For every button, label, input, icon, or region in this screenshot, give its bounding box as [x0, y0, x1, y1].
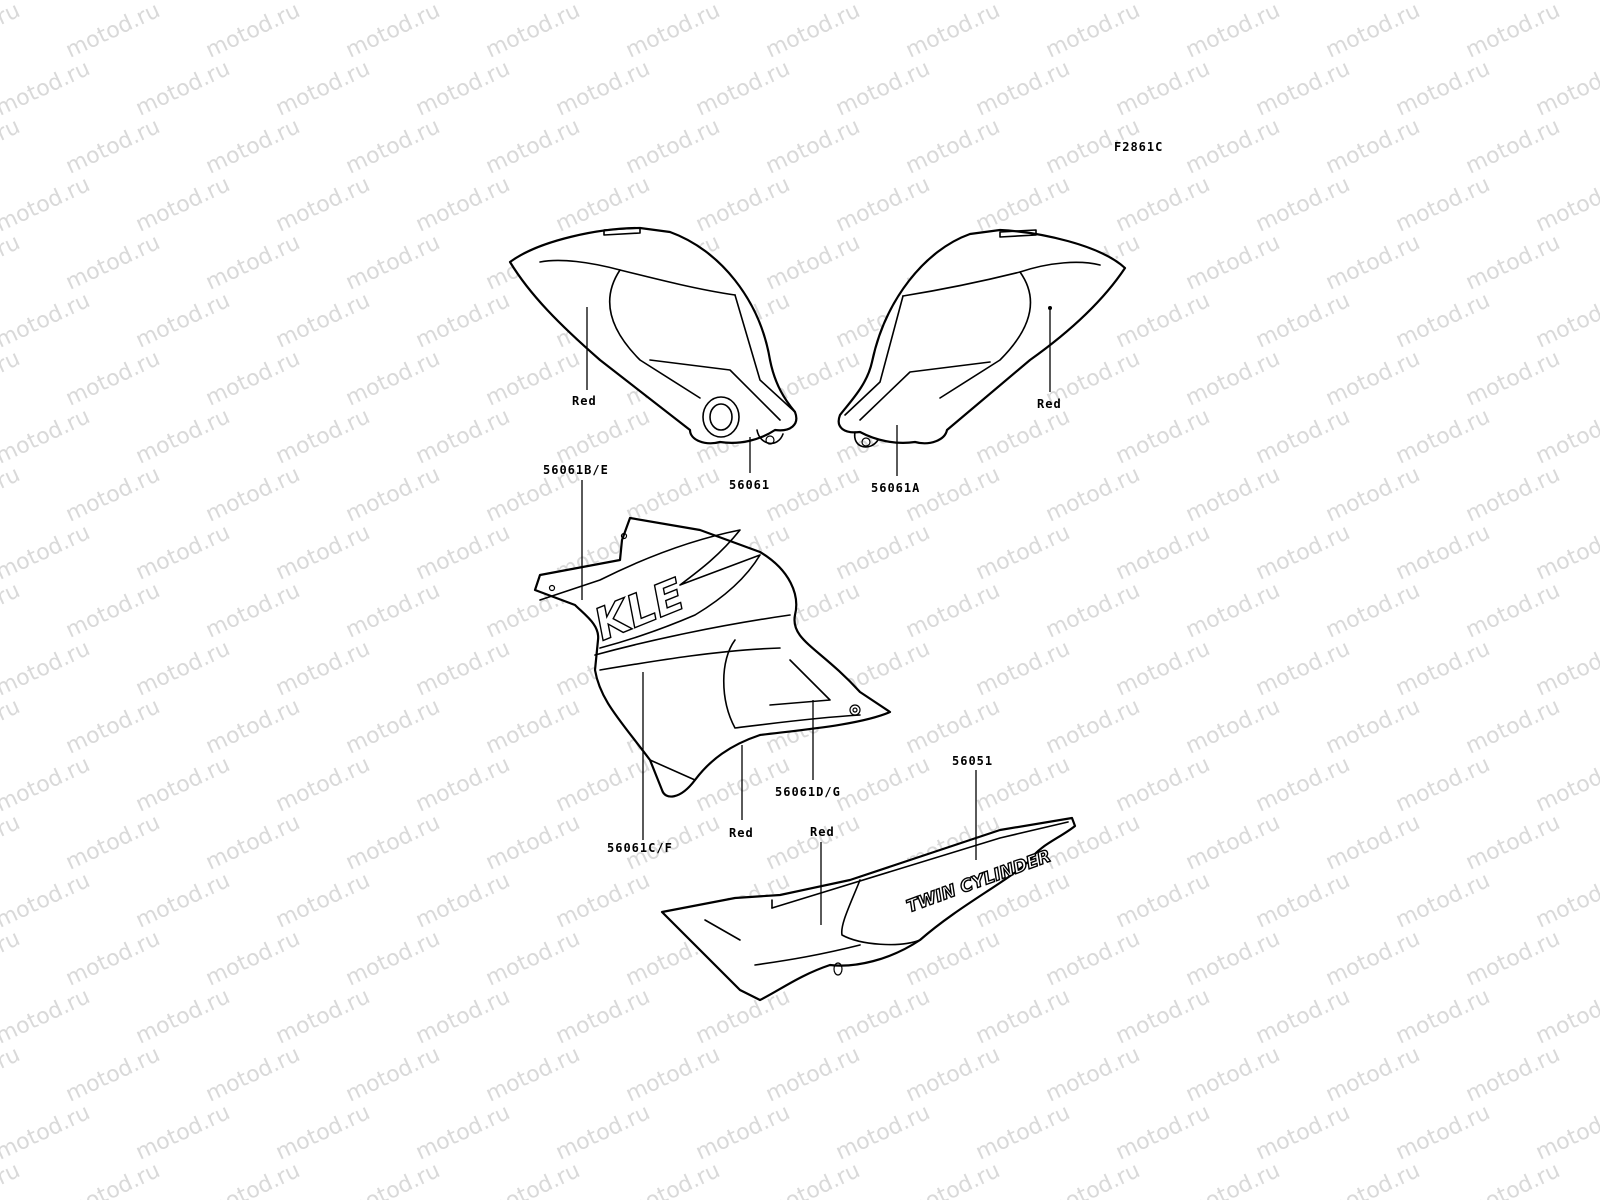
side-cover-part-number: 56051 — [952, 754, 993, 768]
shroud-inner-part-number: 56061D/G — [775, 785, 841, 799]
right-tank-panel[interactable] — [837, 228, 1127, 448]
front-shroud[interactable]: KLE — [533, 516, 892, 798]
shroud-lower-part-number: 56061C/F — [607, 841, 673, 855]
figure-code: F2861C — [1114, 140, 1163, 154]
shroud-upper-part-number: 56061B/E — [543, 463, 609, 477]
right-tank-part-number: 56061A — [871, 481, 920, 495]
leader-lines — [581, 307, 1051, 925]
right-tank-color-label: Red — [1037, 397, 1062, 411]
shroud-color-label: Red — [729, 826, 754, 840]
left-tank-color-label: Red — [572, 394, 597, 408]
left-tank-part-number: 56061 — [729, 478, 770, 492]
side-cover[interactable]: TWIN CYLINDER — [660, 816, 1077, 1002]
side-cover-color-label: Red — [810, 825, 835, 839]
left-tank-panel[interactable] — [508, 226, 798, 445]
